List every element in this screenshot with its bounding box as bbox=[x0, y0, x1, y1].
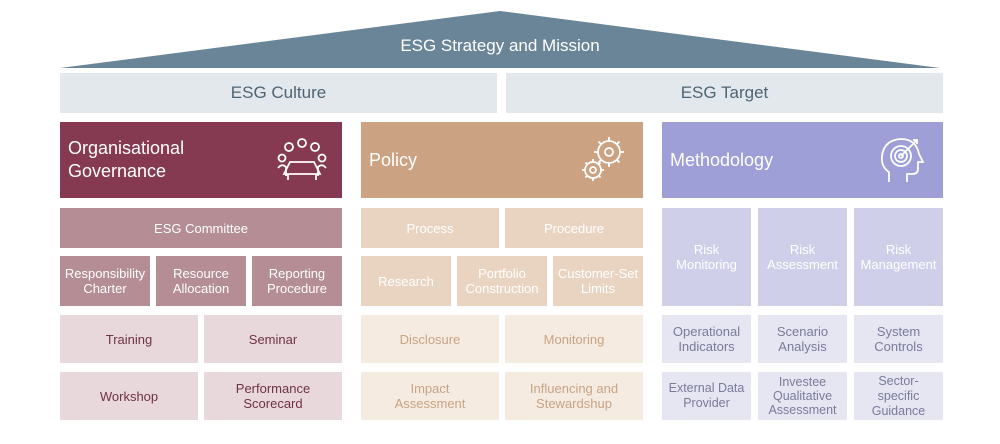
meeting-table-icon bbox=[277, 138, 327, 180]
reporting-procedure: Reporting Procedure bbox=[252, 256, 342, 306]
policy-title: Policy bbox=[369, 149, 418, 170]
esg-committee: ESG Committee bbox=[60, 208, 342, 248]
risk-monitoring: Risk Monitoring bbox=[662, 208, 751, 306]
system-controls: System Controls bbox=[854, 315, 943, 363]
sector-specific-guidance: Sector-specific Guidance bbox=[854, 372, 943, 420]
risk-assessment: Risk Assessment bbox=[758, 208, 847, 306]
monitoring: Monitoring bbox=[505, 315, 643, 363]
performance-scorecard: Performance Scorecard bbox=[204, 372, 342, 420]
operational-indicators: Operational Indicators bbox=[662, 315, 751, 363]
governance-header: Organisational Governance bbox=[60, 122, 342, 198]
scenario-analysis: Scenario Analysis bbox=[758, 315, 847, 363]
risk-management: Risk Management bbox=[854, 208, 943, 306]
head-target-icon bbox=[880, 138, 925, 182]
customer-set-limits: Customer-Set Limits bbox=[553, 256, 643, 306]
gears-icon bbox=[582, 137, 624, 181]
governance-title: Organisational Governance bbox=[68, 138, 185, 181]
portfolio-construction: Portfolio Construction bbox=[457, 256, 547, 306]
process: Process bbox=[361, 208, 499, 248]
external-data-provider: External Data Provider bbox=[662, 372, 751, 420]
strategy-mission-title: ESG Strategy and Mission bbox=[400, 36, 600, 55]
esg-target-band: ESG Target bbox=[506, 73, 943, 113]
training: Training bbox=[60, 315, 198, 363]
workshop: Workshop bbox=[60, 372, 198, 420]
investee-qualitative-assessment: Investee Qualitative Assessment bbox=[758, 372, 847, 420]
impact-assessment: Impact Assessment bbox=[361, 372, 499, 420]
roof bbox=[60, 11, 940, 68]
seminar: Seminar bbox=[204, 315, 342, 363]
resource-allocation: Resource Allocation bbox=[156, 256, 246, 306]
methodology-header: Methodology bbox=[662, 122, 943, 198]
policy-header: Policy bbox=[361, 122, 643, 198]
roof-shape bbox=[60, 11, 940, 68]
disclosure: Disclosure bbox=[361, 315, 499, 363]
methodology-title: Methodology bbox=[670, 149, 774, 170]
responsibility-charter: Responsibility Charter bbox=[60, 256, 150, 306]
esg-culture-band: ESG Culture bbox=[60, 73, 497, 113]
research: Research bbox=[361, 256, 451, 306]
procedure: Procedure bbox=[505, 208, 643, 248]
influencing-and-stewardship: Influencing and Stewardshup bbox=[505, 372, 643, 420]
